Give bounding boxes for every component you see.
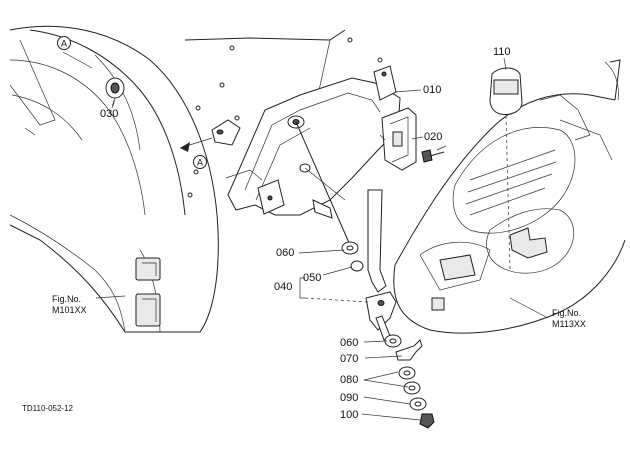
label-030: 030 — [100, 108, 118, 120]
leader-lines — [62, 51, 549, 421]
shift-lever-rod-040 — [365, 189, 397, 341]
view-marker-a-mid: A — [193, 155, 207, 169]
label-060-lower: 060 — [340, 337, 358, 349]
drawing-code: TD110-052-12 — [22, 404, 74, 413]
label-010: 010 — [423, 84, 441, 96]
label-060-upper: 060 — [276, 247, 294, 259]
shift-knob-110 — [489, 67, 523, 271]
label-110: 110 — [493, 46, 511, 58]
label-100: 100 — [340, 409, 358, 421]
label-080: 080 — [340, 374, 358, 386]
label-040: 040 — [274, 281, 292, 293]
label-070: 070 — [340, 353, 358, 365]
label-090: 090 — [340, 392, 358, 404]
fig-ref-right-line2: M113XX — [552, 319, 586, 329]
grommet-030 — [105, 77, 125, 107]
fig-ref-left-line1: Fig.No. — [52, 294, 81, 304]
fig-ref-left-line2: M101XX — [52, 305, 87, 315]
bolt-020 — [421, 149, 445, 163]
right-console-cover — [393, 59, 626, 334]
stack-washers — [341, 241, 435, 429]
label-020: 020 — [424, 131, 442, 143]
fig-ref-right: Fig.No. M113XX — [552, 308, 586, 329]
view-marker-a-top: A — [57, 36, 71, 50]
label-050: 050 — [303, 272, 321, 284]
clip-020 — [379, 107, 417, 171]
view-marker-a-top-label: A — [61, 39, 67, 49]
bracket-010 — [211, 65, 401, 246]
part-labels: 010 020 030 040 050 060 060 070 080 090 … — [100, 46, 511, 421]
fig-ref-right-line1: Fig.No. — [552, 308, 581, 318]
view-marker-a-mid-label: A — [197, 158, 203, 168]
fig-ref-left: Fig.No. M101XX — [52, 294, 87, 315]
left-fender-panel — [9, 25, 383, 333]
